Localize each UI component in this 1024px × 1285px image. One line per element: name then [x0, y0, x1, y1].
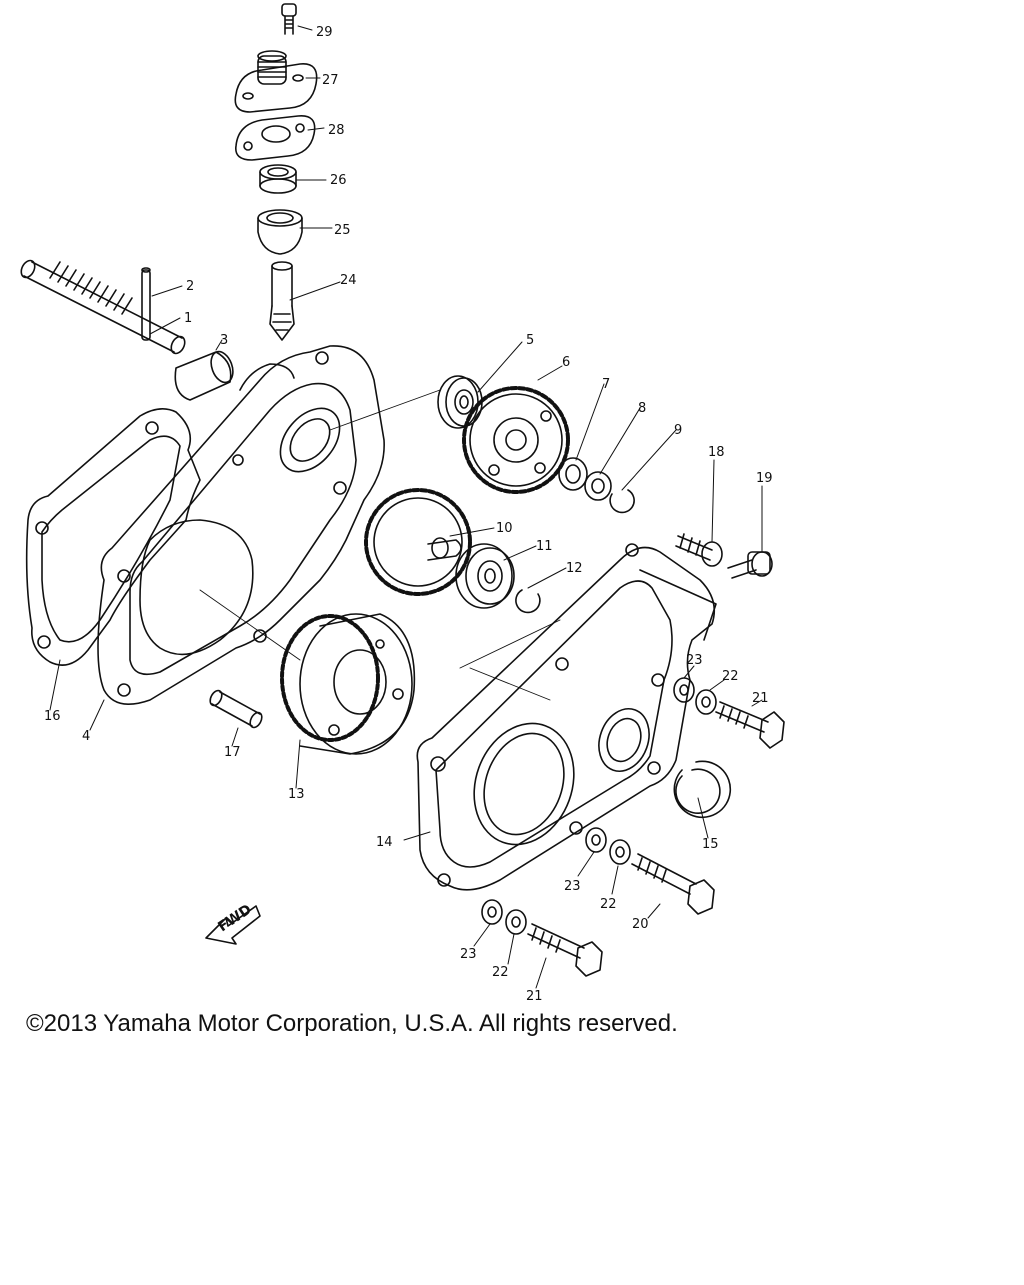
- rotor-13: [280, 613, 416, 755]
- callout-27: 27: [322, 73, 339, 88]
- case-cover-4: [97, 345, 385, 706]
- washer-22-a: [695, 689, 717, 715]
- outer-cover-14: [416, 543, 717, 891]
- bolt-21-a: [715, 701, 785, 749]
- callout-23-b: 23: [564, 879, 581, 894]
- callout-21-b: 21: [526, 989, 543, 1004]
- circlip-9: [609, 489, 635, 514]
- bearing-11: [455, 543, 515, 609]
- callout-23-a: 23: [686, 653, 703, 668]
- callout-5: 5: [526, 333, 534, 348]
- callout-10: 10: [496, 521, 513, 536]
- bushing-3: [174, 350, 234, 401]
- callout-8: 8: [638, 401, 646, 416]
- callout-19: 19: [756, 471, 773, 486]
- bushing-25: [257, 209, 303, 255]
- callout-22-c: 22: [492, 965, 509, 980]
- callout-4: 4: [82, 729, 90, 744]
- callout-20: 20: [632, 917, 649, 932]
- gear-10: [364, 488, 472, 596]
- callout-12: 12: [566, 561, 583, 576]
- callout-15: 15: [702, 837, 719, 852]
- callout-13: 13: [288, 787, 305, 802]
- drive-housing-27: [234, 50, 318, 113]
- bearing-5: [437, 375, 483, 429]
- callout-17: 17: [224, 745, 241, 760]
- callout-1: 1: [184, 311, 192, 326]
- circlip-15: [673, 760, 732, 819]
- callout-22-b: 22: [600, 897, 617, 912]
- pin-2: [141, 267, 151, 341]
- washer-23-a: [673, 677, 695, 703]
- screw-29: [281, 3, 297, 35]
- oil-seal-26: [259, 164, 297, 194]
- leader-lines: [49, 25, 763, 989]
- callout-16: 16: [44, 709, 61, 724]
- fwd-label: FWD: [215, 902, 254, 936]
- main-shaft-1: [20, 259, 186, 355]
- callout-22-a: 22: [722, 669, 739, 684]
- callout-11: 11: [536, 539, 553, 554]
- callout-3: 3: [220, 333, 228, 348]
- callout-labels: 29 27 28 26 25 24 2 1 3 5 6 7 8 9 18 19 …: [44, 25, 773, 1004]
- copyright-notice: ©2013 Yamaha Motor Corporation, U.S.A. A…: [26, 1010, 678, 1037]
- callout-23-c: 23: [460, 947, 477, 962]
- washer-23-b: [585, 827, 607, 853]
- callout-26: 26: [330, 173, 347, 188]
- washer-7: [558, 457, 588, 491]
- callout-14: 14: [376, 835, 393, 850]
- fwd-arrow-icon: FWD: [205, 902, 261, 945]
- callout-28: 28: [328, 123, 345, 138]
- callout-18: 18: [708, 445, 725, 460]
- callout-25: 25: [334, 223, 351, 238]
- washer-22-c: [505, 909, 527, 935]
- callout-21-a: 21: [752, 691, 769, 706]
- gasket-16: [25, 408, 201, 666]
- gasket-28: [235, 115, 316, 161]
- dowel-pin-17: [209, 689, 263, 729]
- washer-8: [584, 471, 612, 501]
- washer-23-c: [481, 899, 503, 925]
- gear-6: [462, 386, 570, 494]
- assembly-guide-lines: [199, 389, 561, 701]
- callout-9: 9: [674, 423, 682, 438]
- callout-7: 7: [602, 377, 610, 392]
- drive-shaft-24: [269, 261, 295, 341]
- bolt-21-b: [527, 923, 603, 977]
- washer-22-b: [609, 839, 631, 865]
- screw-19: [727, 551, 773, 579]
- callout-24: 24: [340, 273, 357, 288]
- callout-2: 2: [186, 279, 194, 294]
- bolt-20: [631, 853, 715, 915]
- screw-18: [675, 533, 723, 567]
- callout-6: 6: [562, 355, 570, 370]
- callout-29: 29: [316, 25, 333, 40]
- circlip-12: [515, 589, 541, 614]
